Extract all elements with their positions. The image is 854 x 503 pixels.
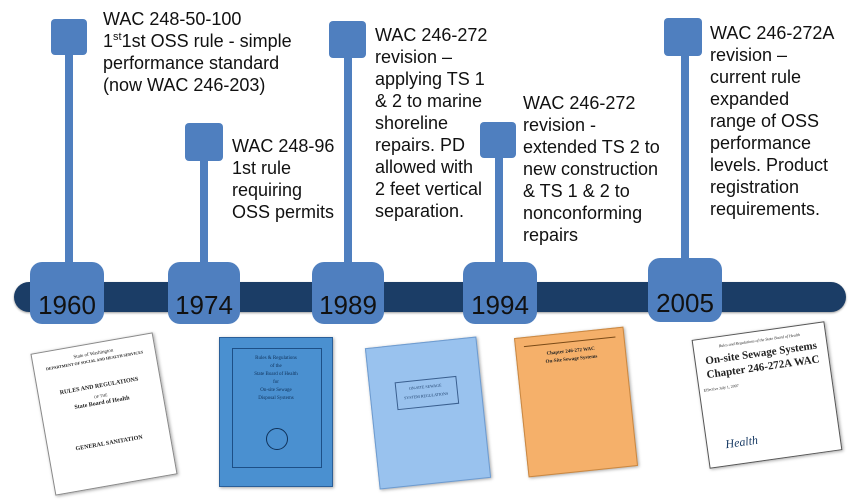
event-line: current rule — [710, 67, 802, 87]
year-label: 1994 — [471, 290, 529, 320]
marker-pole-1974 — [200, 150, 208, 270]
marker-flag-1989 — [329, 21, 366, 58]
event-line: range of OSS — [710, 111, 820, 131]
event-line: allowed with — [375, 157, 474, 177]
event-line: shoreline — [375, 113, 449, 133]
year-box-1960: 1960 — [30, 262, 104, 324]
event-line: requiring — [232, 180, 303, 200]
marker-pole-1989 — [344, 50, 352, 270]
doc-line: Disposal Systems — [258, 396, 294, 401]
event-line: revision – — [710, 45, 788, 65]
doc-line: GENERAL SANITATION — [75, 434, 144, 453]
event-text-1974: WAC 248-96 1st rule requiring OSS permit… — [232, 135, 334, 223]
marker-flag-1960 — [51, 19, 87, 55]
ordinal-suffix: st — [113, 31, 122, 43]
marker-flag-2005 — [664, 18, 702, 56]
marker-pole-1960 — [65, 55, 73, 270]
event-line: separation. — [375, 201, 465, 221]
doc-line: of the — [270, 364, 282, 369]
year-label: 2005 — [656, 288, 714, 318]
doc-line: On-site Sewage — [260, 388, 292, 393]
event-text-1960: WAC 248-50-100 1st1st OSS rule - simple … — [103, 8, 292, 96]
event-line: 1st1st OSS rule - simple — [103, 31, 292, 51]
doc-line: State Board of Health — [254, 372, 298, 377]
event-text-2005: WAC 246-272A revision – current rule exp… — [710, 22, 834, 220]
marker-pole-1994 — [495, 155, 503, 270]
event-line: registration — [710, 177, 800, 197]
document-cover-1960: State of Washington DEPARTMENT OF SOCIAL… — [30, 332, 178, 496]
event-line: new construction — [523, 159, 659, 179]
event-line: OSS permits — [232, 202, 335, 222]
year-label: 1974 — [175, 290, 233, 320]
event-line: applying TS 1 — [375, 69, 485, 89]
event-line: WAC 248-50-100 — [103, 9, 242, 29]
document-cover-1974: Rules & Regulations of the State Board o… — [219, 337, 333, 487]
event-line: repairs. PD — [375, 135, 466, 155]
event-line: WAC 246-272 — [375, 25, 488, 45]
doc-line: Effective July 1, 2007 — [703, 382, 739, 393]
event-line: WAC 246-272 — [523, 93, 636, 113]
event-line: & TS 1 & 2 to — [523, 181, 630, 201]
event-line: revision - — [523, 115, 597, 135]
doc-frame — [232, 348, 322, 468]
document-cover-2005: Rules and Regulations of the State Board… — [691, 321, 843, 469]
event-line: performance standard — [103, 53, 280, 73]
year-box-1994: 1994 — [463, 262, 537, 324]
event-line: 2 feet vertical — [375, 179, 483, 199]
event-line: WAC 248-96 — [232, 136, 335, 156]
event-line: expanded — [710, 89, 790, 109]
year-box-1989: 1989 — [312, 262, 384, 324]
doc-line: for — [273, 380, 279, 385]
event-text-1989: WAC 246-272 revision – applying TS 1 & 2… — [375, 24, 487, 222]
year-label: 1960 — [38, 290, 96, 320]
marker-flag-1974 — [185, 123, 223, 161]
year-box-2005: 2005 — [648, 258, 722, 322]
event-line: WAC 246-272A — [710, 23, 835, 43]
seal-icon — [266, 428, 288, 450]
event-line: nonconforming — [523, 203, 643, 223]
event-line: (now WAC 246-203) — [103, 75, 266, 95]
health-logo-text: Health — [724, 432, 759, 452]
year-label: 1989 — [319, 290, 377, 320]
event-line: requirements. — [710, 199, 821, 219]
event-line: performance — [710, 133, 812, 153]
event-line: levels. Product — [710, 155, 829, 175]
year-box-1974: 1974 — [168, 262, 240, 324]
event-line: revision – — [375, 47, 453, 67]
event-text-1994: WAC 246-272 revision - extended TS 2 to … — [523, 92, 660, 246]
marker-flag-1994 — [480, 122, 516, 158]
document-cover-1989: ON-SITE SEWAGE SYSTEM REGULATIONS — [364, 336, 492, 490]
event-line: & 2 to marine — [375, 91, 483, 111]
event-line-rest: 1st OSS rule - simple — [121, 31, 292, 51]
marker-pole-2005 — [681, 50, 689, 270]
event-line: repairs — [523, 225, 579, 245]
event-line: 1st rule — [232, 158, 292, 178]
document-cover-1994: Chapter 246-272 WAC On-Site Sewage Syste… — [513, 326, 639, 478]
event-line: extended TS 2 to — [523, 137, 660, 157]
doc-line: Rules & Regulations — [255, 356, 297, 361]
